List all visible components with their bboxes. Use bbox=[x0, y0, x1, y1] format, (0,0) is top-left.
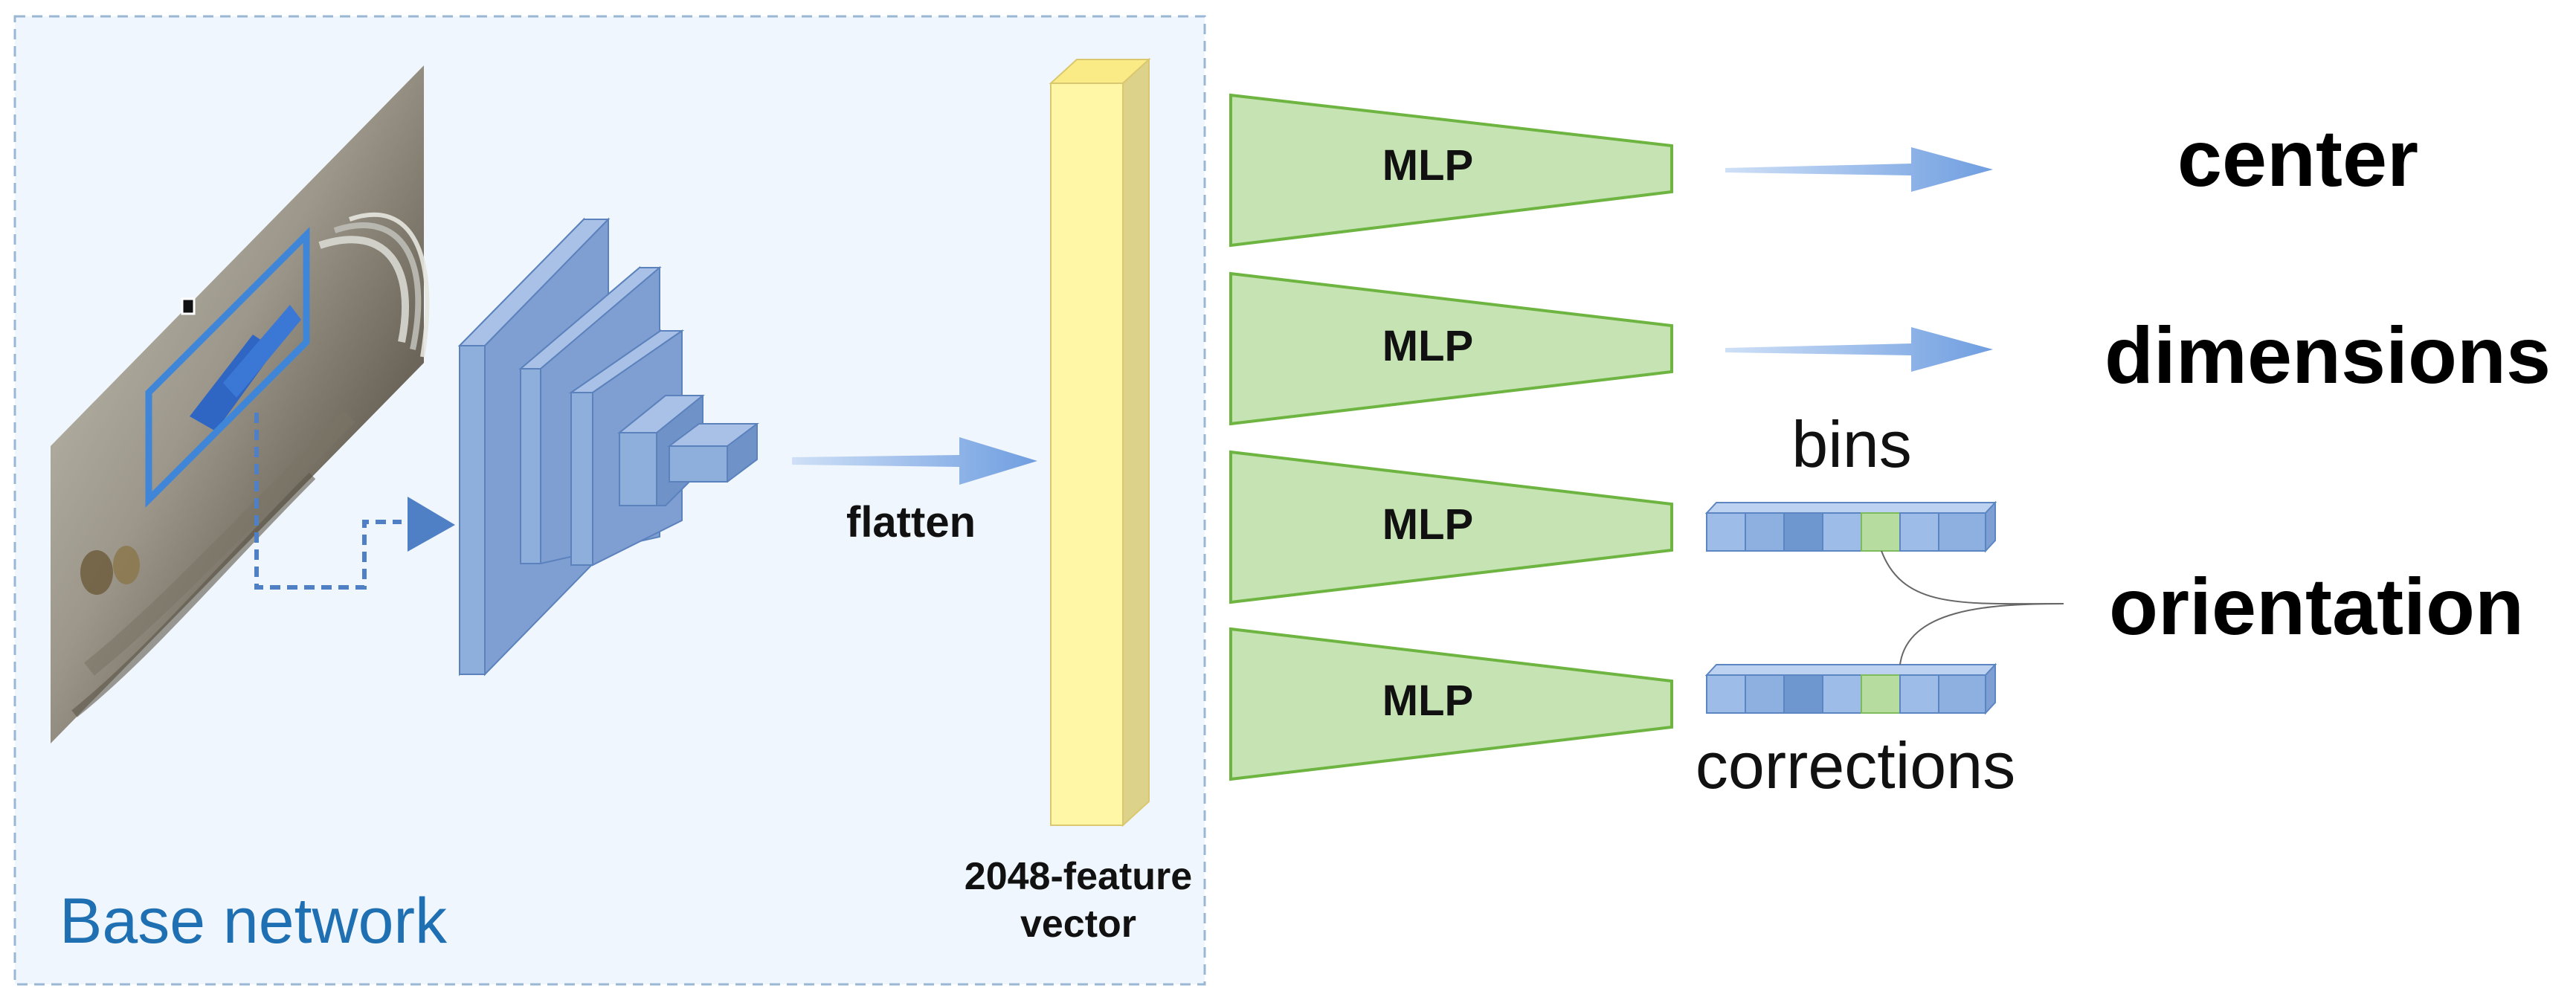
bins-label: bins bbox=[1791, 407, 1911, 481]
output-dimensions: dimensions bbox=[2105, 310, 2551, 400]
bins-vector bbox=[1704, 500, 1997, 553]
mlp-label: MLP bbox=[1382, 322, 1473, 370]
corrections-label: corrections bbox=[1696, 729, 2015, 802]
crop-arrowhead bbox=[408, 497, 455, 552]
base-network-label: Base network bbox=[59, 885, 448, 957]
mlp-label: MLP bbox=[1382, 500, 1473, 549]
feature-vector-label-line2: vector bbox=[1020, 903, 1136, 946]
mlp-label: MLP bbox=[1382, 141, 1473, 190]
corrections-orientation-curve bbox=[1899, 603, 2064, 665]
output-center: center bbox=[2177, 113, 2418, 203]
output-orientation: orientation bbox=[2109, 561, 2524, 651]
cnn-layers bbox=[457, 217, 759, 677]
bins-orientation-curve bbox=[1881, 550, 2064, 605]
mlp-head-bins: MLP bbox=[1229, 450, 1673, 604]
mlp-label: MLP bbox=[1382, 677, 1473, 725]
center-arrow bbox=[1725, 147, 1993, 192]
mlp-head-dimensions: MLP bbox=[1229, 271, 1673, 426]
mlp-head-corrections: MLP bbox=[1229, 627, 1673, 781]
corrections-vector bbox=[1704, 662, 1997, 715]
crop-connector bbox=[254, 413, 402, 590]
input-image bbox=[51, 65, 430, 743]
flatten-label: flatten bbox=[846, 498, 976, 546]
detection-box bbox=[145, 227, 310, 508]
mlp-head-center: MLP bbox=[1229, 93, 1673, 248]
flatten-arrow bbox=[792, 437, 1037, 485]
feature-vector bbox=[1049, 57, 1151, 827]
feature-vector-label-line1: 2048-feature bbox=[965, 855, 1192, 898]
dimensions-arrow bbox=[1725, 327, 1993, 372]
